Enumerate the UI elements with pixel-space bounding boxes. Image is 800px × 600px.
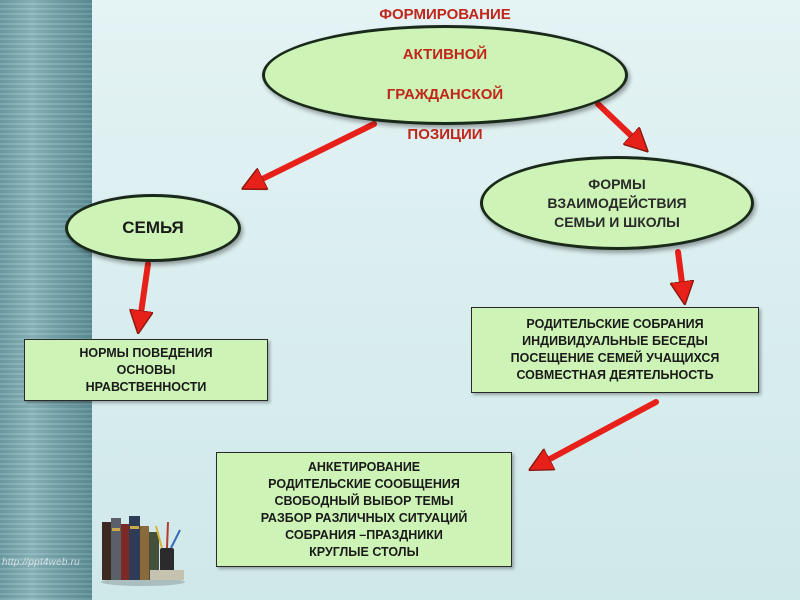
forms-line: СЕМЬИ И ШКОЛЫ — [554, 213, 680, 230]
survey-box: АНКЕТИРОВАНИЕ РОДИТЕЛЬСКИЕ СООБЩЕНИЯ СВО… — [216, 452, 512, 567]
survey-line: РАЗБОР РАЗЛИЧНЫХ СИТУАЦИЙ — [260, 511, 468, 525]
main-goal-line: ПОЗИЦИИ — [407, 126, 483, 143]
watermark-text: http://ppt4web.ru — [2, 557, 80, 568]
meetings-line: ИНДИВИДУАЛЬНЫЕ БЕСЕДЫ — [522, 334, 708, 348]
family-node: СЕМЬЯ — [65, 194, 241, 262]
forms-line: ФОРМЫ — [588, 175, 646, 192]
forms-line: ВЗАИМОДЕЙСТВИЯ — [547, 194, 687, 211]
meetings-line: РОДИТЕЛЬСКИЕ СОБРАНИЯ — [526, 317, 704, 331]
meetings-line: ПОСЕЩЕНИЕ СЕМЕЙ УЧАЩИХСЯ — [510, 351, 720, 365]
main-goal-line: ФОРМИРОВАНИЕ — [379, 6, 511, 23]
survey-line: СОБРАНИЯ –ПРАЗДНИКИ — [285, 528, 443, 542]
books-icon — [101, 516, 185, 586]
norms-line: ОСНОВЫ — [116, 363, 176, 377]
survey-line: РОДИТЕЛЬСКИЕ СООБЩЕНИЯ — [268, 477, 460, 491]
norms-line: НОРМЫ ПОВЕДЕНИЯ — [79, 346, 213, 360]
survey-line: АНКЕТИРОВАНИЕ — [307, 460, 421, 474]
meetings-box: РОДИТЕЛЬСКИЕ СОБРАНИЯ ИНДИВИДУАЛЬНЫЕ БЕС… — [471, 307, 759, 393]
main-goal-node: ФОРМИРОВАНИЕ АКТИВНОЙ ГРАЖДАНСКОЙ ПОЗИЦИ… — [262, 6, 628, 143]
decorative-side-strip — [0, 0, 92, 600]
survey-line: КРУГЛЫЕ СТОЛЫ — [309, 545, 419, 559]
family-label: СЕМЬЯ — [122, 218, 184, 237]
meetings-line: СОВМЕСТНАЯ ДЕЯТЕЛЬНОСТЬ — [516, 368, 714, 382]
main-goal-line: ГРАЖДАНСКОЙ — [386, 86, 504, 103]
forms-interaction-node: ФОРМЫ ВЗАИМОДЕЙСТВИЯ СЕМЬИ И ШКОЛЫ — [480, 156, 754, 250]
survey-line: СВОБОДНЫЙ ВЫБОР ТЕМЫ — [274, 494, 454, 508]
norms-box: НОРМЫ ПОВЕДЕНИЯ ОСНОВЫ НРАВСТВЕННОСТИ — [24, 339, 268, 401]
norms-line: НРАВСТВЕННОСТИ — [85, 380, 207, 394]
main-goal-line: АКТИВНОЙ — [402, 46, 488, 63]
